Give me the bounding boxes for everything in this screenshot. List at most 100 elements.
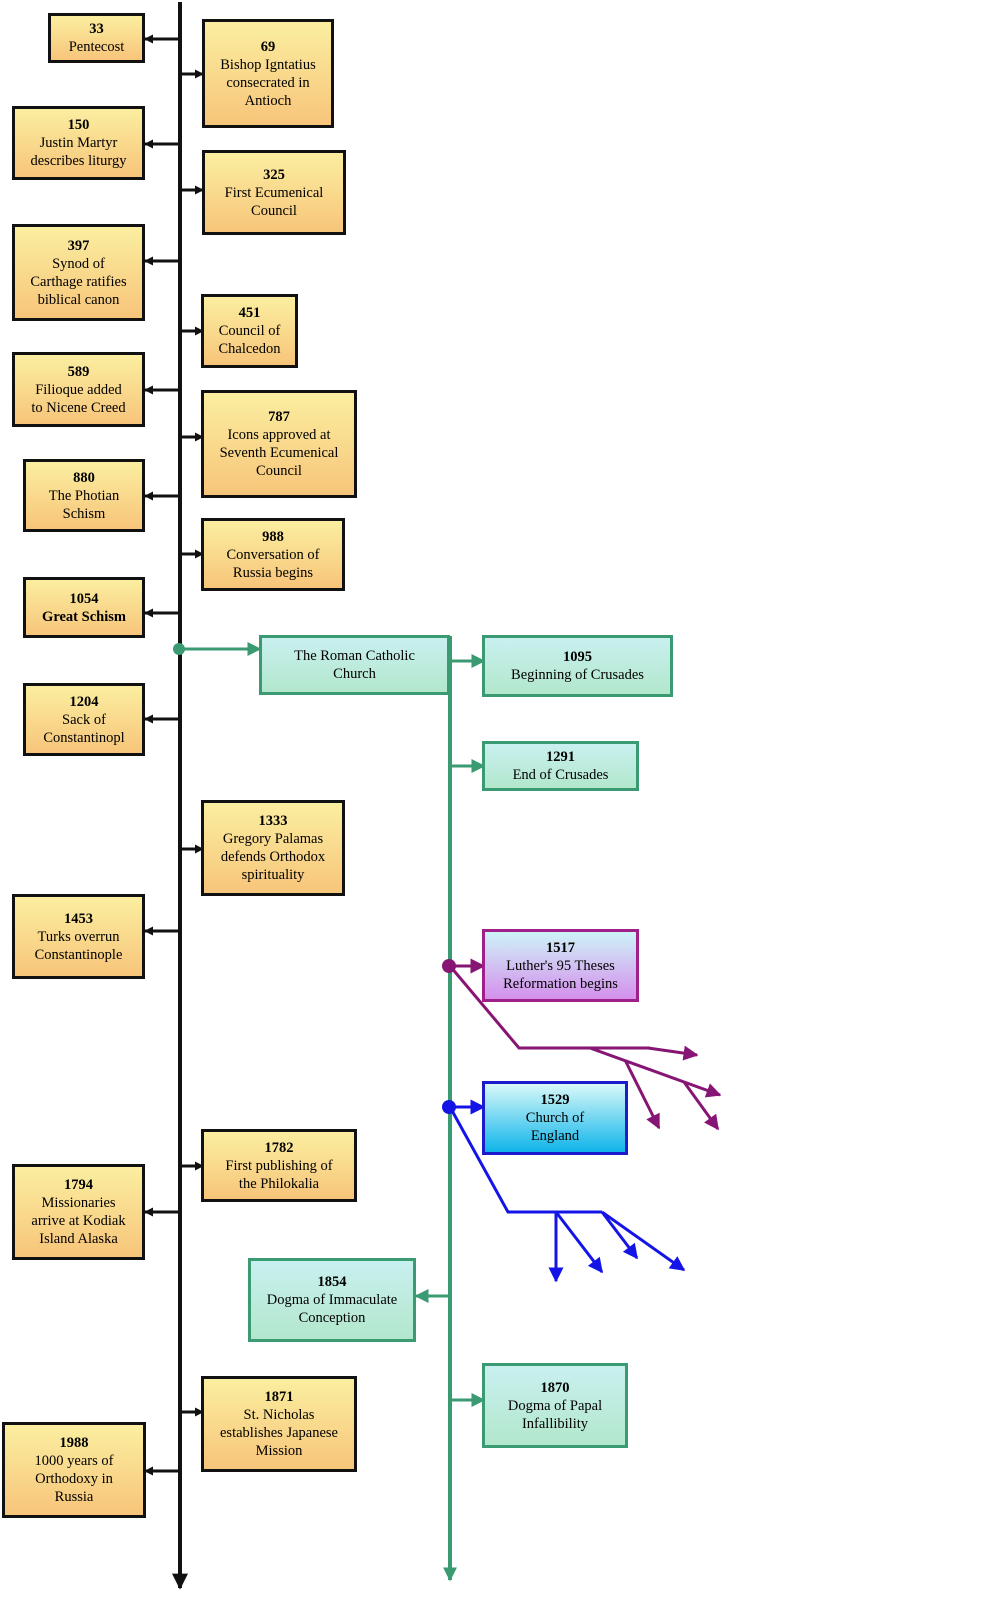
event-box-1988: 1988 1000 years of Orthodoxy in Russia xyxy=(2,1422,146,1518)
event-box-1204: 1204 Sack of Constantinopl xyxy=(23,683,145,756)
event-box-325: 325 First Ecumenical Council xyxy=(202,150,346,235)
event-year: 880 xyxy=(73,469,95,486)
event-label: arrive at Kodiak xyxy=(31,1213,126,1229)
event-label: Schism xyxy=(62,505,106,522)
event-label: consecrated in xyxy=(226,74,310,91)
event-year: 1291 xyxy=(546,749,575,765)
event-label: Conception xyxy=(298,1310,366,1326)
reformation-arrow-3 xyxy=(623,1059,661,1130)
event-year: 1453 xyxy=(64,910,93,927)
event-box-1871: 1871 St. Nicholas establishes Japanese M… xyxy=(201,1376,357,1472)
event-box-397: 397 Synod of Carthage ratifies biblical … xyxy=(12,224,145,321)
event-year: 397 xyxy=(67,237,90,254)
event-label: 1000 years of xyxy=(34,1453,114,1469)
event-label: Island Alaska xyxy=(39,1231,118,1247)
event-label: biblical canon xyxy=(37,291,120,308)
event-label: Council xyxy=(256,463,302,479)
event-label: Great Schism xyxy=(42,608,126,625)
event-label: End of Crusades xyxy=(512,767,609,783)
event-box-1333: 1333 Gregory Palamas defends Orthodox sp… xyxy=(201,800,345,896)
event-label: Constantinopl xyxy=(43,729,125,746)
reformation-arrow-1 xyxy=(647,1045,699,1061)
branch-label: Church xyxy=(333,666,376,682)
event-label: Reformation begins xyxy=(503,975,618,992)
event-label: establishes Japanese xyxy=(220,1425,338,1441)
event-label: Russia begins xyxy=(232,564,314,581)
event-box-787: 787 Icons approved at Seventh Ecumenical… xyxy=(201,390,357,498)
event-label: St. Nicholas xyxy=(243,1407,315,1423)
event-label: Constantinople xyxy=(34,946,123,963)
event-box-69: 69 Bishop Igntatius consecrated in Antio… xyxy=(202,19,334,128)
event-label: Russia xyxy=(54,1489,94,1505)
event-label: Justin Martyr xyxy=(39,135,118,151)
event-label: Church of xyxy=(525,1110,585,1126)
event-label: Luther's 95 Theses xyxy=(506,957,615,974)
event-label: Icons approved at xyxy=(227,427,331,443)
event-year: 1333 xyxy=(258,813,288,829)
event-box-1095: 1095 Beginning of Crusades xyxy=(482,635,673,697)
event-label: spirituality xyxy=(241,867,305,883)
event-label: Seventh Ecumenical xyxy=(219,445,339,461)
event-label: England xyxy=(530,1128,580,1144)
event-year: 1095 xyxy=(563,649,592,665)
event-label: Missionaries xyxy=(41,1195,116,1211)
event-year: 1988 xyxy=(59,1435,89,1451)
event-label: Dogma of Papal xyxy=(507,1397,603,1414)
event-year: 1204 xyxy=(69,693,99,710)
event-label: The Photian xyxy=(48,487,120,504)
event-year: 1870 xyxy=(540,1379,570,1396)
event-box-1870: 1870 Dogma of Papal Infallibility xyxy=(482,1363,628,1448)
roman-catholic-church-box: The Roman Catholic Church xyxy=(259,635,450,695)
event-year: 1054 xyxy=(69,590,99,607)
event-box-1782: 1782 First publishing of the Philokalia xyxy=(201,1129,357,1202)
event-year: 451 xyxy=(238,305,261,321)
reformation-branch xyxy=(442,958,722,1131)
event-label: Carthage ratifies xyxy=(30,273,127,290)
event-label: to Nicene Creed xyxy=(31,399,126,416)
event-box-150: 150 Justin Martyr describes liturgy xyxy=(12,106,145,180)
event-label: First publishing of xyxy=(225,1157,333,1174)
event-year: 787 xyxy=(268,409,290,425)
event-label: Dogma of Immaculate xyxy=(266,1292,398,1308)
event-box-451: 451 Council of Chalcedon xyxy=(201,294,298,368)
reformation-arrow-4 xyxy=(682,1081,720,1131)
event-year: 1517 xyxy=(546,939,575,956)
event-label: Conversation of xyxy=(226,546,320,563)
anglican-arrow-3 xyxy=(600,1211,639,1260)
orthodox-connectors xyxy=(144,34,204,1476)
reformation-arrow-2 xyxy=(589,1046,722,1098)
event-year: 1871 xyxy=(264,1389,294,1405)
event-label: Filioque added xyxy=(35,381,122,398)
event-box-1854: 1854 Dogma of Immaculate Conception xyxy=(248,1258,416,1342)
anglican-arrow-2 xyxy=(554,1211,604,1274)
event-year: 988 xyxy=(262,528,284,545)
event-label: Council xyxy=(251,202,297,219)
event-year: 1794 xyxy=(64,1177,93,1193)
event-label: Antioch xyxy=(244,92,292,109)
event-label: Bishop Igntatius xyxy=(220,56,316,73)
event-label: Mission xyxy=(255,1443,303,1459)
event-label: defends Orthodox xyxy=(220,849,326,865)
event-year: 69 xyxy=(260,38,276,55)
event-box-1794: 1794 Missionaries arrive at Kodiak Islan… xyxy=(12,1164,145,1260)
event-label: Beginning of Crusades xyxy=(511,667,644,683)
catholic-branch-node xyxy=(173,643,185,655)
event-box-1291: 1291 End of Crusades xyxy=(482,741,639,791)
event-box-988: 988 Conversation of Russia begins xyxy=(201,518,345,591)
event-label: Chalcedon xyxy=(218,341,281,357)
event-box-1453: 1453 Turks overrun Constantinople xyxy=(12,894,145,979)
event-year: 589 xyxy=(67,363,90,380)
event-label: Sack of xyxy=(62,711,106,728)
event-label: Council of xyxy=(218,323,281,339)
event-year: 325 xyxy=(263,166,285,183)
anglican-branch xyxy=(442,1099,686,1283)
branch-label: The Roman Catholic xyxy=(294,648,415,664)
event-year: 33 xyxy=(89,21,104,37)
event-box-1054: 1054 Great Schism xyxy=(23,577,145,638)
event-year: 1854 xyxy=(317,1274,347,1290)
event-label: Orthodoxy in xyxy=(35,1471,113,1487)
event-label: Gregory Palamas xyxy=(222,831,324,847)
event-label: Pentecost xyxy=(68,39,125,55)
event-label: Synod of xyxy=(52,255,105,272)
